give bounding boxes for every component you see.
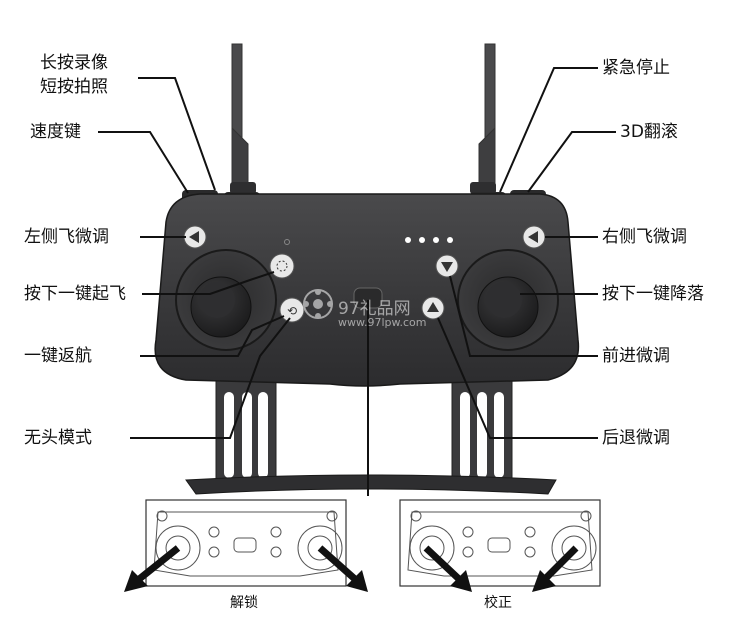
label-speed: 速度键 (30, 122, 81, 142)
label-forward-trim: 前进微调 (602, 346, 670, 366)
right-joystick[interactable] (457, 249, 559, 351)
return-home-button[interactable]: ⟲ (279, 297, 305, 323)
watermark-url: www.97lpw.com (338, 316, 427, 329)
label-unlock: 解锁 (230, 595, 258, 611)
label-record: 长按录像 (40, 53, 108, 73)
svg-text:⟲: ⟲ (287, 304, 297, 318)
right-trim-button[interactable] (522, 225, 546, 249)
label-calibrate: 校正 (484, 595, 512, 611)
status-led-dots (284, 237, 453, 245)
label-headless: 无头模式 (24, 428, 92, 448)
watermark-logo (303, 289, 333, 319)
left-trim-button[interactable] (183, 225, 207, 249)
forward-trim-button[interactable] (435, 254, 459, 278)
label-takeoff: 按下一键起飞 (24, 284, 126, 304)
calibrate-diagram (399, 499, 601, 592)
watermark-name: 97礼品网 (338, 299, 411, 319)
label-left-trim: 左侧飞微调 (24, 227, 109, 247)
unlock-diagram (124, 499, 368, 592)
label-right-trim: 右侧飞微调 (602, 227, 687, 247)
left-joystick[interactable] (175, 249, 277, 351)
back-trim-button[interactable] (421, 296, 445, 320)
right-antenna (470, 43, 496, 194)
landing-gear (185, 379, 557, 495)
label-back-trim: 后退微调 (602, 428, 670, 448)
leader-lines (98, 67, 616, 496)
label-land: 按下一键降落 (602, 284, 704, 304)
label-emergency: 紧急停止 (602, 58, 670, 78)
label-flip: 3D翻滚 (620, 122, 678, 142)
label-photo: 短按拍照 (40, 77, 108, 97)
takeoff-button[interactable] (269, 253, 295, 279)
left-antenna (230, 43, 256, 194)
label-return: 一键返航 (24, 346, 92, 366)
